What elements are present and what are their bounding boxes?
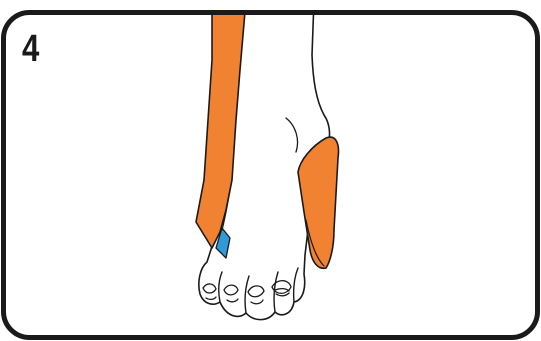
step-number: 4: [22, 30, 39, 68]
